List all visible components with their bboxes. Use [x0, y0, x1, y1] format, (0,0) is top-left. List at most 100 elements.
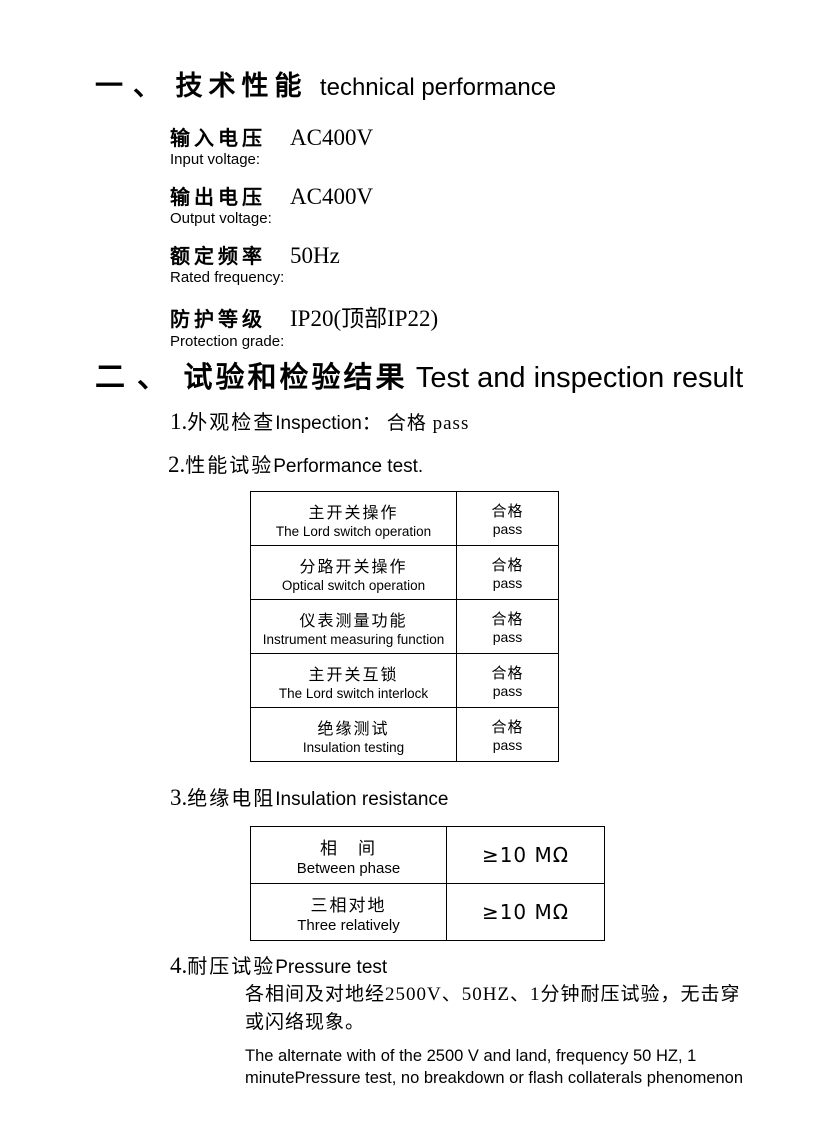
- item-insulation-resistance: 3.绝缘电阻Insulation resistance: [170, 782, 448, 811]
- phase-name-en: Three relatively: [297, 916, 400, 934]
- item-number: 2.: [168, 452, 186, 477]
- phase-name-zh: 相 间: [320, 838, 377, 858]
- test-name-en: Optical switch operation: [281, 577, 426, 593]
- section1-title-zh: 技术性能: [175, 71, 308, 101]
- pressure-note-zh-line1: 各相间及对地经2500V、50HZ、1分钟耐压试验，无击穿: [245, 984, 741, 1005]
- section1-number: 一、: [95, 71, 172, 102]
- result-en: pass: [492, 521, 523, 537]
- test-name-en: Insulation testing: [302, 739, 405, 755]
- performance-table: 主开关操作 The Lord switch operation 合格 pass …: [250, 491, 559, 762]
- section2-title-en: Test and inspection result: [415, 362, 744, 394]
- table-row: 三相对地 Three relatively ≥10 MΩ: [250, 883, 605, 941]
- item-number: 3.: [170, 785, 188, 810]
- test-name-cell: 主开关操作 The Lord switch operation: [250, 491, 457, 546]
- spec-row-rated-frequency: 额定频率 50Hz Rated frequency:: [170, 240, 438, 286]
- section1-heading: 一、 技术性能 technical performance: [95, 64, 556, 104]
- spec-list: 输入电压 AC400V Input voltage: 输出电压 AC400V O…: [170, 122, 438, 363]
- test-name-zh: 分路开关操作: [299, 558, 408, 576]
- result-zh: 合格: [491, 558, 524, 574]
- test-name-en: The Lord switch operation: [275, 523, 432, 539]
- result-en: pass: [492, 737, 523, 753]
- spec-value: 50Hz: [290, 243, 340, 268]
- section2-title-zh: 试验和检验结果: [183, 362, 408, 394]
- table-row: 主开关互锁 The Lord switch interlock 合格 pass: [250, 653, 559, 708]
- result-zh: 合格: [491, 666, 524, 682]
- spec-label-en: Protection grade:: [170, 333, 285, 350]
- result-en: pass: [492, 629, 523, 645]
- test-name-zh: 主开关互锁: [308, 666, 399, 684]
- item-pressure-test: 4.耐压试验Pressure test: [170, 950, 387, 979]
- test-result-cell: 合格 pass: [456, 491, 559, 546]
- test-name-en: The Lord switch interlock: [278, 685, 429, 701]
- spec-label-zh: 防护等级: [170, 309, 266, 331]
- item-title-zh: 耐压试验: [187, 956, 276, 978]
- spec-value: AC400V: [290, 184, 374, 209]
- section1-title-en: technical performance: [319, 74, 557, 101]
- pressure-note-zh-line2: 或闪络现象。: [245, 1012, 366, 1033]
- table-row: 绝缘测试 Insulation testing 合格 pass: [250, 707, 559, 762]
- result-zh: 合格: [491, 612, 524, 628]
- insulation-table: 相 间 Between phase ≥10 MΩ 三相对地 Three rela…: [250, 826, 605, 941]
- spec-label-zh: 输出电压: [170, 187, 266, 209]
- spec-value: IP20(顶部IP22): [290, 306, 439, 331]
- pressure-test-note: 各相间及对地经2500V、50HZ、1分钟耐压试验，无击穿 或闪络现象。 The…: [245, 981, 743, 1089]
- result-en: pass: [492, 683, 523, 699]
- spec-label-en: Rated frequency:: [170, 269, 285, 286]
- pressure-note-en: The alternate with of the 2500 V and lan…: [245, 1045, 743, 1089]
- spec-label-zh: 输入电压: [170, 128, 266, 150]
- test-name-zh: 绝缘测试: [317, 720, 390, 738]
- resistance-value-cell: ≥10 MΩ: [446, 826, 605, 884]
- spec-row-top: 防护等级 IP20(顶部IP22): [170, 299, 438, 333]
- section2-number: 二、: [95, 361, 179, 394]
- item-title-en: Performance test.: [273, 456, 424, 477]
- table-row: 分路开关操作 Optical switch operation 合格 pass: [250, 545, 559, 600]
- phase-name-zh: 三相对地: [310, 895, 387, 915]
- test-name-zh: 主开关操作: [308, 504, 399, 522]
- test-result-cell: 合格 pass: [456, 707, 559, 762]
- spec-label-en: Output voltage:: [170, 210, 272, 227]
- test-result-cell: 合格 pass: [456, 653, 559, 708]
- item-performance-test: 2.性能试验Performance test.: [168, 449, 423, 478]
- item-title-zh: 性能试验: [185, 455, 274, 477]
- item-title-en: Insulation resistance: [275, 789, 449, 810]
- test-result-cell: 合格 pass: [456, 545, 559, 600]
- spec-row-top: 输出电压 AC400V: [170, 181, 438, 210]
- item-result: 合格 pass: [386, 413, 470, 434]
- test-result-cell: 合格 pass: [456, 599, 559, 654]
- spec-row-input-voltage: 输入电压 AC400V Input voltage:: [170, 122, 438, 168]
- spec-row-top: 额定频率 50Hz: [170, 240, 438, 269]
- section2-heading: 二、 试验和检验结果 Test and inspection result: [95, 352, 743, 396]
- item-number: 4.: [170, 953, 188, 978]
- test-name-cell: 主开关互锁 The Lord switch interlock: [250, 653, 457, 708]
- item-number: 1.: [170, 409, 188, 434]
- table-row: 仪表测量功能 Instrument measuring function 合格 …: [250, 599, 559, 654]
- resistance-value-cell: ≥10 MΩ: [446, 883, 605, 941]
- table-row: 相 间 Between phase ≥10 MΩ: [250, 826, 605, 884]
- resistance-value: ≥10 MΩ: [481, 843, 570, 867]
- test-name-zh: 仪表测量功能: [299, 612, 408, 630]
- result-zh: 合格: [491, 504, 524, 520]
- spec-row-protection-grade: 防护等级 IP20(顶部IP22) Protection grade:: [170, 299, 438, 350]
- item-title-en: Pressure test: [275, 957, 388, 978]
- spec-label-zh: 额定频率: [170, 246, 266, 268]
- spec-value: AC400V: [290, 125, 374, 150]
- result-en: pass: [492, 575, 523, 591]
- test-name-cell: 仪表测量功能 Instrument measuring function: [250, 599, 457, 654]
- spec-row-output-voltage: 输出电压 AC400V Output voltage:: [170, 181, 438, 227]
- test-name-cell: 绝缘测试 Insulation testing: [250, 707, 457, 762]
- spec-row-top: 输入电压 AC400V: [170, 122, 438, 151]
- phase-name-cell: 三相对地 Three relatively: [250, 883, 447, 941]
- spec-label-en: Input voltage:: [170, 151, 261, 168]
- table-row: 主开关操作 The Lord switch operation 合格 pass: [250, 491, 559, 546]
- item-inspection: 1.外观检查Inspection：合格 pass: [170, 406, 469, 435]
- item-title-zh: 外观检查: [187, 412, 276, 434]
- pressure-note-en-line1: The alternate with of the 2500 V and lan…: [245, 1047, 697, 1065]
- phase-name-en: Between phase: [296, 859, 401, 877]
- pressure-note-en-line2: minutePressure test, no breakdown or fla…: [245, 1069, 744, 1087]
- resistance-value: ≥10 MΩ: [481, 900, 570, 924]
- phase-name-cell: 相 间 Between phase: [250, 826, 447, 884]
- item-title-zh: 绝缘电阻: [187, 788, 276, 810]
- test-name-en: Instrument measuring function: [262, 631, 445, 647]
- item-title-en: Inspection：: [275, 413, 381, 434]
